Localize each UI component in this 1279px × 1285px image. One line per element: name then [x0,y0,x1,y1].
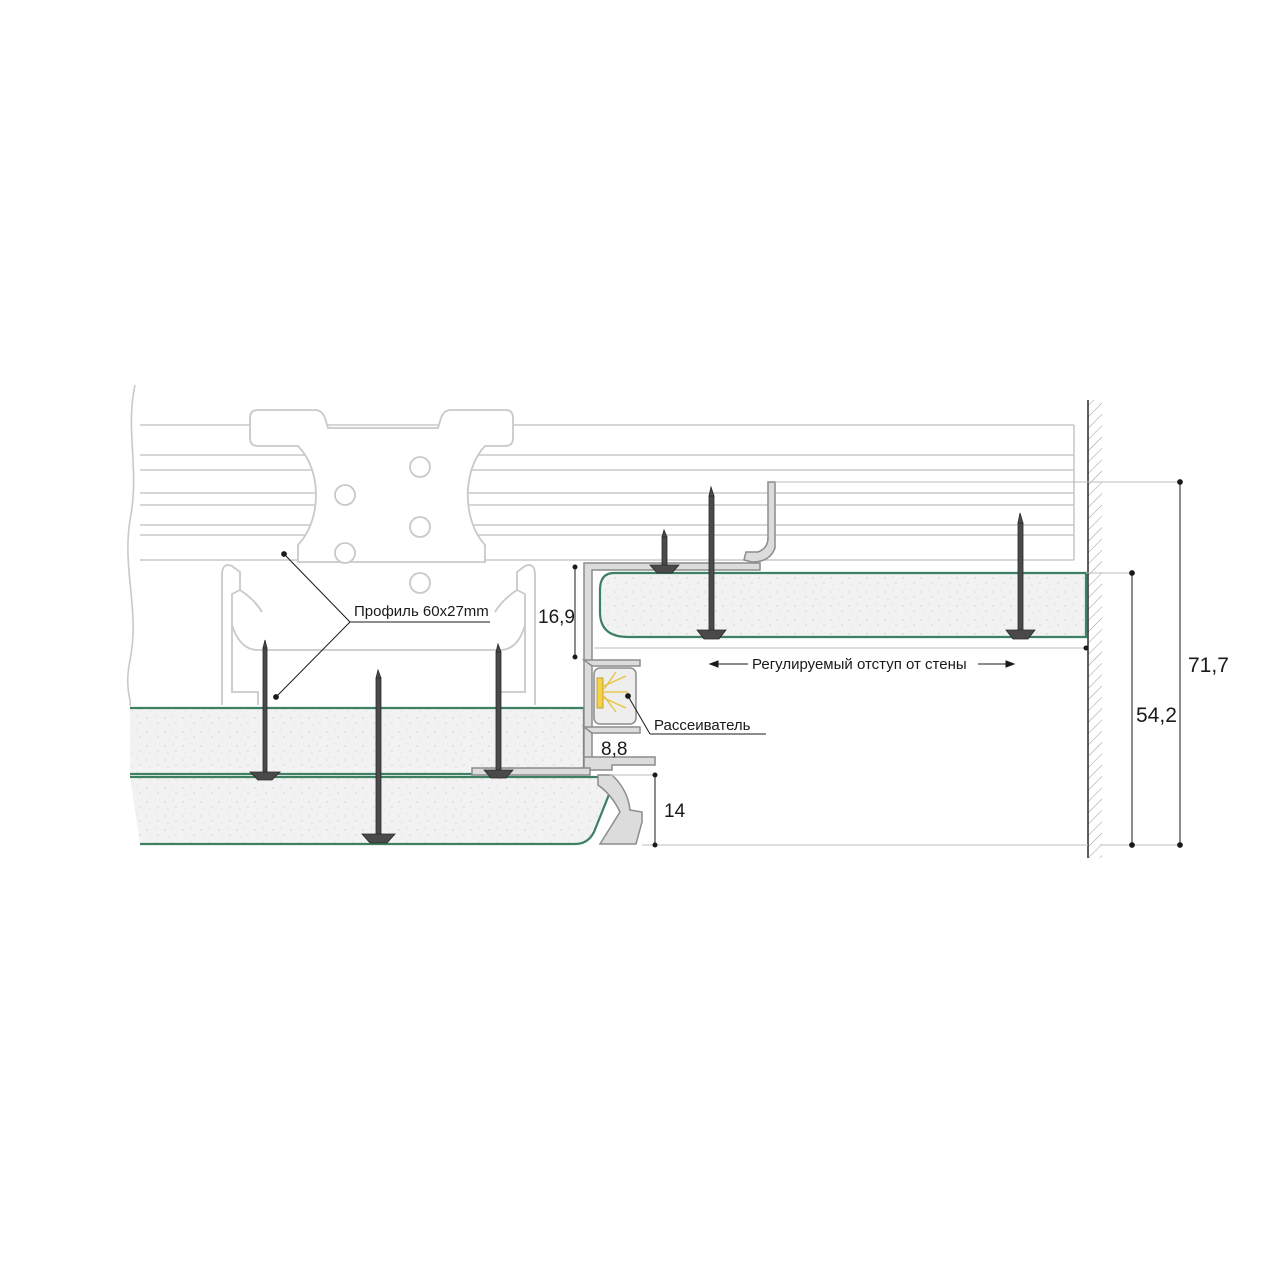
dim-54-2: 54,2 [1136,704,1177,727]
right-board [598,571,1088,639]
diffuser-label: Рассеиватель [654,717,751,734]
dimension-lines [273,479,1183,848]
u-profile-60x27 [221,564,536,705]
dim-14: 14 [664,801,686,822]
profile-label: Профиль 60x27mm [354,603,489,620]
screw-6 [1005,512,1036,640]
dim-8-8: 8,8 [601,739,627,760]
wall [1087,400,1102,858]
dim-71-7: 71,7 [1188,654,1229,677]
profile-bracket [249,409,514,594]
offset-label: Регулируемый отступ от стены [752,656,967,673]
dim-16-9: 16,9 [538,607,575,628]
aluminium-profile [471,481,776,845]
screw-4 [649,528,680,574]
screw-3 [483,642,514,779]
screw-2 [361,668,396,844]
led-diffuser [593,667,637,725]
screws [249,485,1036,844]
screw-5 [696,485,727,640]
upper-board [130,706,586,776]
screw-1 [249,639,281,781]
